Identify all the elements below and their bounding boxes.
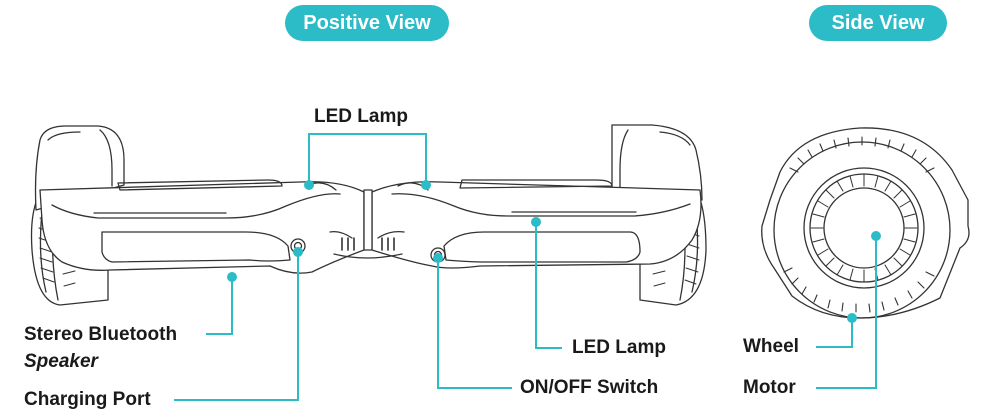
- positive-view-header: Positive View: [285, 5, 449, 41]
- label-charging-port: Charging Port: [24, 389, 151, 410]
- right-fender: [611, 124, 703, 201]
- callout-on-off-switch: [437, 258, 512, 389]
- side-view-header: Side View: [809, 5, 947, 41]
- dot-led-lamp-right: [531, 217, 541, 227]
- label-led-lamp-right: LED Lamp: [572, 337, 666, 358]
- label-led-lamp-top: LED Lamp: [314, 106, 408, 127]
- dot-wheel: [847, 313, 857, 323]
- callout-wheel: [816, 318, 853, 348]
- callout-led-lamp-right: [535, 222, 562, 349]
- label-motor: Motor: [743, 377, 796, 398]
- label-speaker: Speaker: [24, 351, 98, 372]
- side-view-wheel: [761, 127, 970, 319]
- label-wheel: Wheel: [743, 336, 799, 357]
- dot-charging-port: [293, 247, 303, 257]
- dot-on-off-switch: [433, 253, 443, 263]
- callout-led-lamp-top: [308, 133, 427, 185]
- dot-led-lamp-left: [304, 180, 314, 190]
- center-joint: [305, 182, 429, 259]
- callout-stereo-speaker: [206, 277, 233, 335]
- body-left-half: [39, 179, 365, 274]
- dot-motor: [871, 231, 881, 241]
- callout-motor: [816, 236, 877, 389]
- label-on-off-switch: ON/OFF Switch: [520, 377, 659, 398]
- dot-led-lamp-center: [421, 180, 431, 190]
- dot-stereo-speaker: [227, 272, 237, 282]
- callout-charging-port: [174, 252, 299, 401]
- label-stereo-bluetooth: Stereo Bluetooth: [24, 324, 178, 345]
